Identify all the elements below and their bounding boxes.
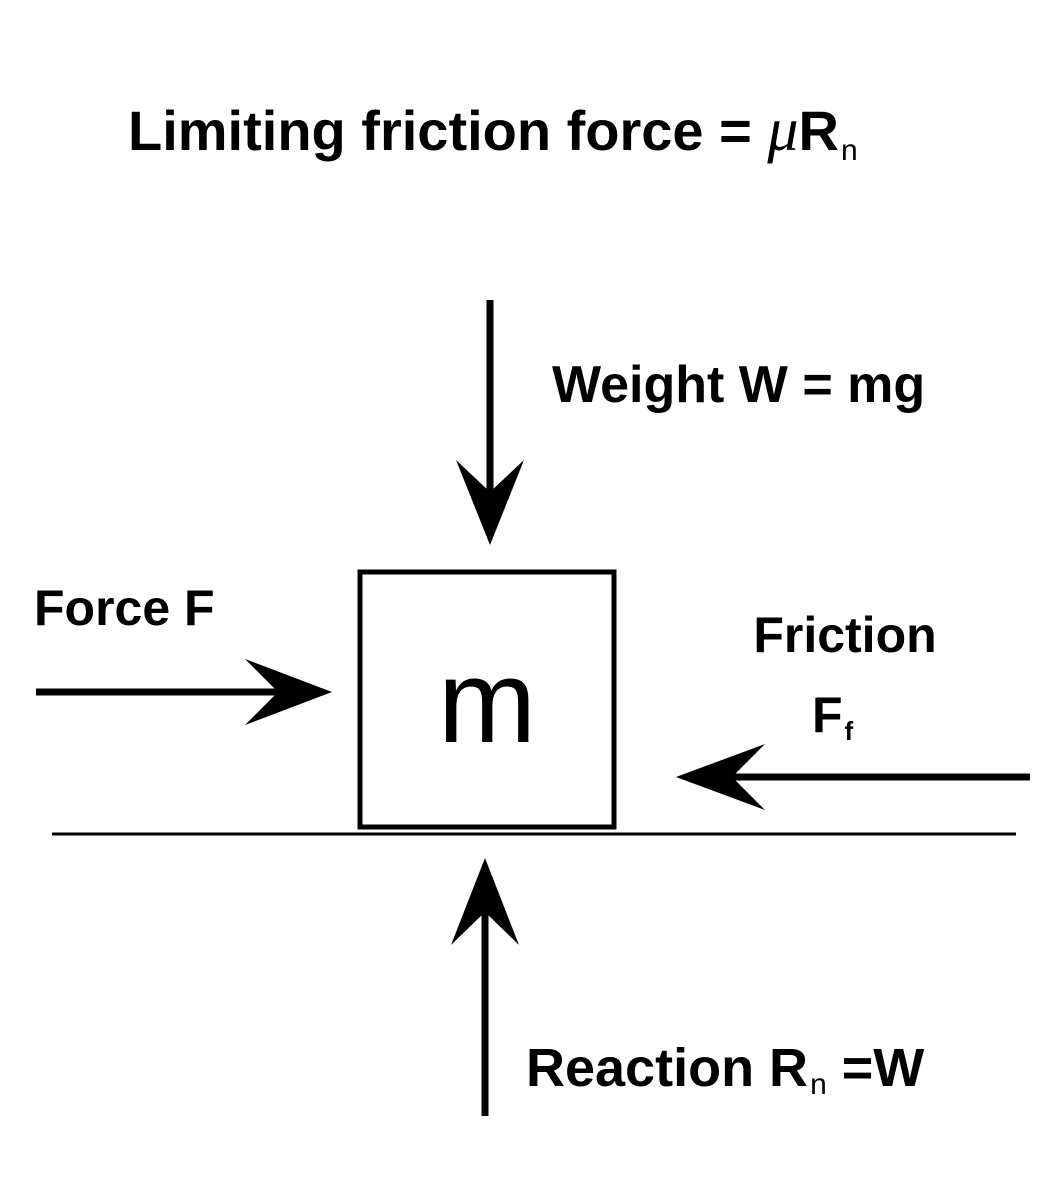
friction-symbol: Ff xyxy=(812,687,854,746)
mass-label: m xyxy=(438,636,536,768)
title-text: Limiting friction force = xyxy=(128,99,767,162)
reaction-subscript: n xyxy=(810,1068,827,1101)
weight-label: Weight W = mg xyxy=(552,356,925,414)
reaction-label: Reaction Rn =W xyxy=(526,1038,924,1101)
reaction-text: Reaction R xyxy=(526,1038,808,1098)
mass-block xyxy=(357,569,617,830)
force-label: Force F xyxy=(34,580,215,636)
weight-arrow xyxy=(456,300,524,545)
friction-label: Friction xyxy=(753,607,936,663)
reaction-arrow xyxy=(451,858,519,1116)
title-r-symbol: R xyxy=(799,99,839,162)
title-subscript: n xyxy=(841,134,858,167)
force-arrow xyxy=(36,659,332,725)
diagram-title: Limiting friction force = μRn xyxy=(128,96,858,167)
friction-subscript: f xyxy=(845,716,854,746)
friction-arrow xyxy=(676,744,1030,810)
mu-symbol: μ xyxy=(766,96,798,164)
friction-f: F xyxy=(812,687,843,743)
reaction-equals-w: =W xyxy=(827,1038,925,1098)
